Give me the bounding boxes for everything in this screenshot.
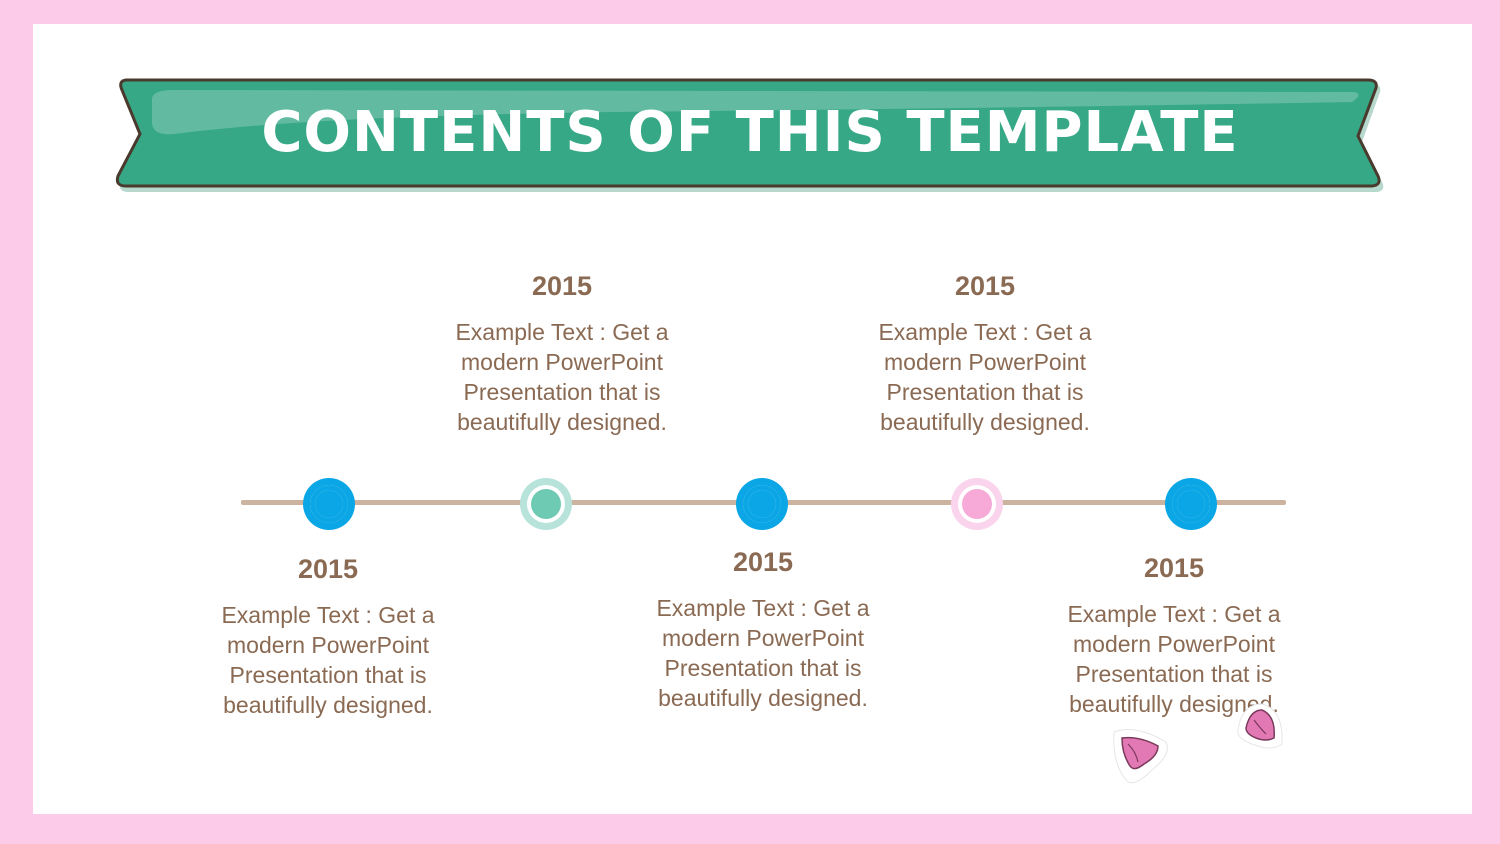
timeline-node: [303, 478, 355, 530]
ribbon-shape: [115, 78, 1384, 192]
page-title: CONTENTS OF THIS TEMPLATE: [261, 100, 1239, 165]
petal-icon: [1113, 729, 1168, 784]
timeline-item: 2015 Example Text : Get a modern PowerPo…: [198, 552, 458, 720]
timeline-item: 2015 Example Text : Get a modern PowerPo…: [1044, 551, 1304, 719]
timeline-year: 2015: [1143, 553, 1205, 583]
title-banner: CONTENTS OF THIS TEMPLATE: [114, 78, 1386, 194]
timeline-year: 2015: [531, 271, 593, 301]
timeline-year: 2015: [297, 554, 359, 584]
timeline-node: [1165, 478, 1217, 530]
timeline-description: Example Text : Get a modern PowerPoint P…: [221, 602, 435, 718]
timeline-year: 2015: [732, 547, 794, 577]
timeline-node: [736, 478, 788, 530]
timeline-item: 2015 Example Text : Get a modern PowerPo…: [633, 545, 893, 713]
timeline-description: Example Text : Get a modern PowerPoint P…: [455, 319, 669, 435]
timeline-year: 2015: [954, 271, 1016, 301]
timeline-node: [520, 478, 572, 530]
timeline-item: 2015 Example Text : Get a modern PowerPo…: [432, 269, 692, 437]
timeline-description: Example Text : Get a modern PowerPoint P…: [1067, 601, 1281, 717]
petal-icon: [1237, 703, 1283, 749]
timeline-item: 2015 Example Text : Get a modern PowerPo…: [855, 269, 1115, 437]
timeline-description: Example Text : Get a modern PowerPoint P…: [656, 595, 870, 711]
timeline-node: [951, 478, 1003, 530]
timeline-description: Example Text : Get a modern PowerPoint P…: [878, 319, 1092, 435]
